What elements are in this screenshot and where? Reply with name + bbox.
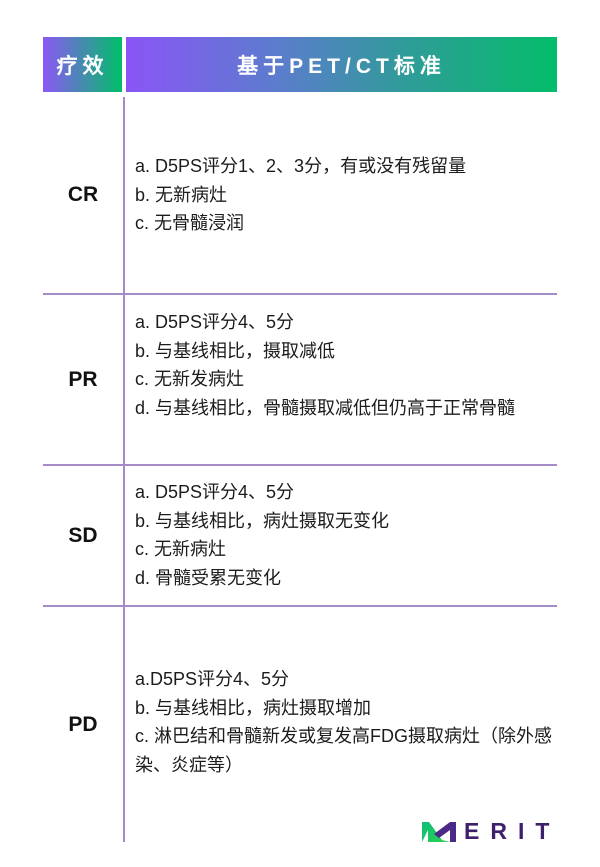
criteria-item: a. D5PS评分4、5分 xyxy=(135,482,295,502)
row-divider xyxy=(43,605,557,607)
header-efficacy: 疗效 xyxy=(43,37,122,92)
criteria-list: a. D5PS评分1、2、3分，有或没有残留量 b. 无新病灶 c. 无骨髓浸润 xyxy=(135,152,555,238)
criteria-item: b. 与基线相比，病灶摄取无变化 xyxy=(135,510,390,531)
header-efficacy-label: 疗效 xyxy=(56,54,109,78)
criteria-item: d. 骨髓受累无变化 xyxy=(135,567,282,588)
row-divider xyxy=(43,293,557,295)
criteria-list: a. D5PS评分4、5分 b. 与基线相比，病灶摄取无变化 c. 无新病灶 d… xyxy=(135,478,555,592)
criteria-item: c. 淋巴结和骨髓新发或复发高FDG摄取病灶（除外感染、炎症等） xyxy=(135,726,552,775)
header-criteria-label: 基于PET/CT标准 xyxy=(237,54,446,78)
header-criteria: 基于PET/CT标准 xyxy=(126,37,557,92)
criteria-list: a.D5PS评分4、5分 b. 与基线相比，病灶摄取增加 c. 淋巴结和骨髓新发… xyxy=(135,665,555,779)
merit-logo: ERIT xyxy=(420,818,560,845)
criteria-item: a. D5PS评分1、2、3分，有或没有残留量 xyxy=(135,156,467,176)
response-label: CR xyxy=(67,183,99,206)
criteria-item: c. 无骨髓浸润 xyxy=(135,213,245,233)
criteria-item: b. 与基线相比，病灶摄取增加 xyxy=(135,697,372,718)
table-row-sd: SD a. D5PS评分4、5分 b. 与基线相比，病灶摄取无变化 c. 无新病… xyxy=(43,466,557,605)
criteria-item: d. 与基线相比，骨髓摄取减低但仍高于正常骨髓 xyxy=(135,397,516,418)
table-row-pr: PR a. D5PS评分4、5分 b. 与基线相比，摄取减低 c. 无新发病灶 … xyxy=(43,295,557,464)
response-label: SD xyxy=(68,523,98,547)
logo-text: ERIT xyxy=(464,818,561,844)
criteria-item: a. D5PS评分4、5分 xyxy=(135,312,295,332)
criteria-item: c. 无新病灶 xyxy=(135,539,227,559)
table-row-pd: PD a.D5PS评分4、5分 b. 与基线相比，病灶摄取增加 c. 淋巴结和骨… xyxy=(43,607,557,842)
merit-m-logo-icon xyxy=(422,821,456,842)
response-label: PD xyxy=(68,712,98,736)
column-divider xyxy=(123,97,125,842)
table-row-cr: CR a. D5PS评分1、2、3分，有或没有残留量 b. 无新病灶 c. 无骨… xyxy=(43,97,557,293)
criteria-item: a.D5PS评分4、5分 xyxy=(135,669,290,689)
criteria-item: c. 无新发病灶 xyxy=(135,369,245,389)
criteria-list: a. D5PS评分4、5分 b. 与基线相比，摄取减低 c. 无新发病灶 d. … xyxy=(135,308,555,422)
criteria-item: b. 与基线相比，摄取减低 xyxy=(135,340,336,361)
response-label: PR xyxy=(68,367,98,391)
row-divider xyxy=(43,464,557,466)
criteria-item: b. 无新病灶 xyxy=(135,184,228,205)
